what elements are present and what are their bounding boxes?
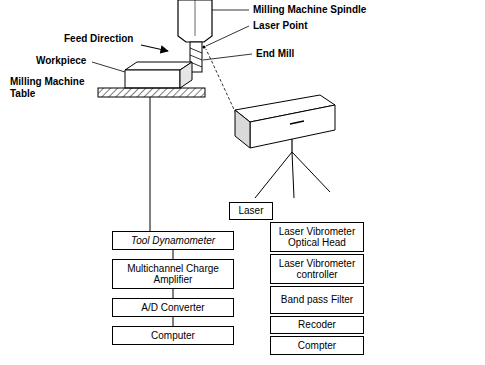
box-label: Tool Dynamometer	[131, 235, 215, 247]
part-label: Milling Machine Spindle	[253, 4, 366, 16]
box-label: Compter	[298, 340, 336, 352]
tripod-legs	[255, 152, 330, 198]
tripod-post	[291, 139, 292, 152]
box-label: A/D Converter	[141, 302, 204, 314]
process-box: Laser	[229, 202, 273, 220]
machine-table	[98, 88, 205, 97]
process-box: Recoder	[270, 316, 364, 334]
leader-line	[92, 62, 125, 72]
box-label: Band pass Filter	[281, 294, 353, 306]
box-label: Multichannel Charge Amplifier	[116, 263, 230, 286]
leader-line	[212, 10, 249, 11]
process-box: A/D Converter	[112, 298, 234, 317]
process-box: Multichannel Charge Amplifier	[112, 259, 234, 289]
part-label: End Mill	[256, 48, 294, 60]
part-label: Workpiece	[36, 55, 86, 67]
connector-line	[173, 289, 174, 298]
process-box: Laser Vibrometer Optical Head	[270, 222, 364, 252]
workpiece-side	[180, 62, 192, 88]
process-box: Compter	[270, 336, 364, 355]
box-label: Laser	[238, 205, 263, 217]
spindle-axis	[195, 0, 196, 36]
box-label: Laser Vibrometer controller	[274, 258, 360, 281]
laser-beam	[206, 49, 238, 118]
process-box: Laser Vibrometer controller	[270, 254, 364, 284]
spindle	[178, 0, 212, 42]
workpiece-front	[125, 70, 180, 88]
box-label: Laser Vibrometer Optical Head	[274, 226, 360, 249]
process-box: Tool Dynamometer	[112, 231, 234, 250]
signal-wire	[150, 97, 151, 231]
process-box: Computer	[112, 326, 234, 345]
part-label: Milling Machine Table	[10, 76, 96, 99]
leader-line	[206, 26, 249, 46]
vibrometer-lens-end	[235, 110, 250, 148]
part-label: Laser Point	[253, 20, 307, 32]
part-label: Feed Direction	[64, 33, 133, 45]
box-label: Computer	[151, 330, 195, 342]
box-label: Recoder	[298, 319, 336, 331]
laser-point-dot	[202, 45, 205, 48]
feed-arrow	[141, 45, 168, 51]
connector-line	[173, 250, 174, 259]
vibrometer-mark	[290, 121, 304, 124]
process-box: Band pass Filter	[270, 286, 364, 314]
connector-line	[173, 317, 174, 326]
